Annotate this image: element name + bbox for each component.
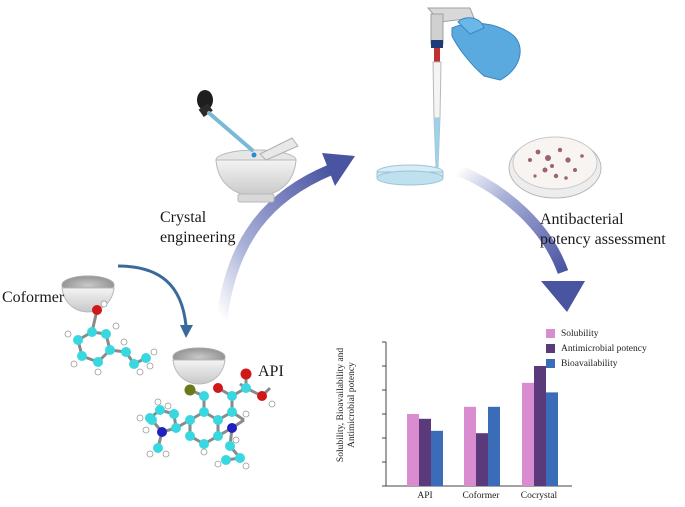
legend-item-bioavailability: Bioavailability xyxy=(546,357,647,370)
x-tick-label: Coformer xyxy=(462,491,500,501)
bar xyxy=(522,382,534,486)
api-powder-bowl xyxy=(172,347,226,385)
chart-y-axis-label: Solubility, Bioavailability and Antimicr… xyxy=(336,347,357,463)
legend-label: Antimicrobial potency xyxy=(561,343,647,354)
bar xyxy=(431,430,443,486)
legend-item-solubility: Solubility xyxy=(546,327,647,340)
legend-swatch xyxy=(546,359,555,368)
bar xyxy=(407,414,419,486)
api-label: API xyxy=(258,363,284,380)
bar xyxy=(419,418,431,486)
bar xyxy=(488,406,500,486)
culture-dish-icon xyxy=(376,164,444,186)
coformer-to-api-arrow xyxy=(117,264,193,338)
legend-label: Solubility xyxy=(561,328,599,339)
chart-legend: Solubility Antimicrobial potency Bioavai… xyxy=(546,327,647,372)
x-tick-label: API xyxy=(417,491,433,501)
antibacterial-label: Antibacterial potency assessment xyxy=(540,211,666,248)
bar-chart xyxy=(382,341,572,487)
bar xyxy=(546,392,558,486)
petri-dish-icon xyxy=(508,136,602,199)
coformer-powder-bowl xyxy=(61,275,115,313)
api-molecule xyxy=(136,368,276,470)
coformer-molecule xyxy=(64,300,158,376)
legend-item-antimicrobial: Antimicrobial potency xyxy=(546,342,647,355)
legend-swatch xyxy=(546,329,555,338)
dropper-icon xyxy=(197,90,257,158)
crystal-engineering-label: Crystal engineering xyxy=(160,209,236,246)
bar xyxy=(476,433,488,486)
pipette-icon xyxy=(426,7,475,169)
mortar-pestle-icon xyxy=(215,137,299,203)
x-tick-label: Cocrystal xyxy=(520,491,558,501)
gloved-hand-icon xyxy=(451,17,521,81)
left-flow-arrow xyxy=(216,153,355,319)
right-flow-arrow xyxy=(455,164,585,312)
coformer-label: Coformer xyxy=(2,289,65,306)
bar xyxy=(534,366,546,486)
legend-label: Bioavailability xyxy=(561,358,618,369)
legend-swatch xyxy=(546,344,555,353)
bar xyxy=(464,406,476,486)
